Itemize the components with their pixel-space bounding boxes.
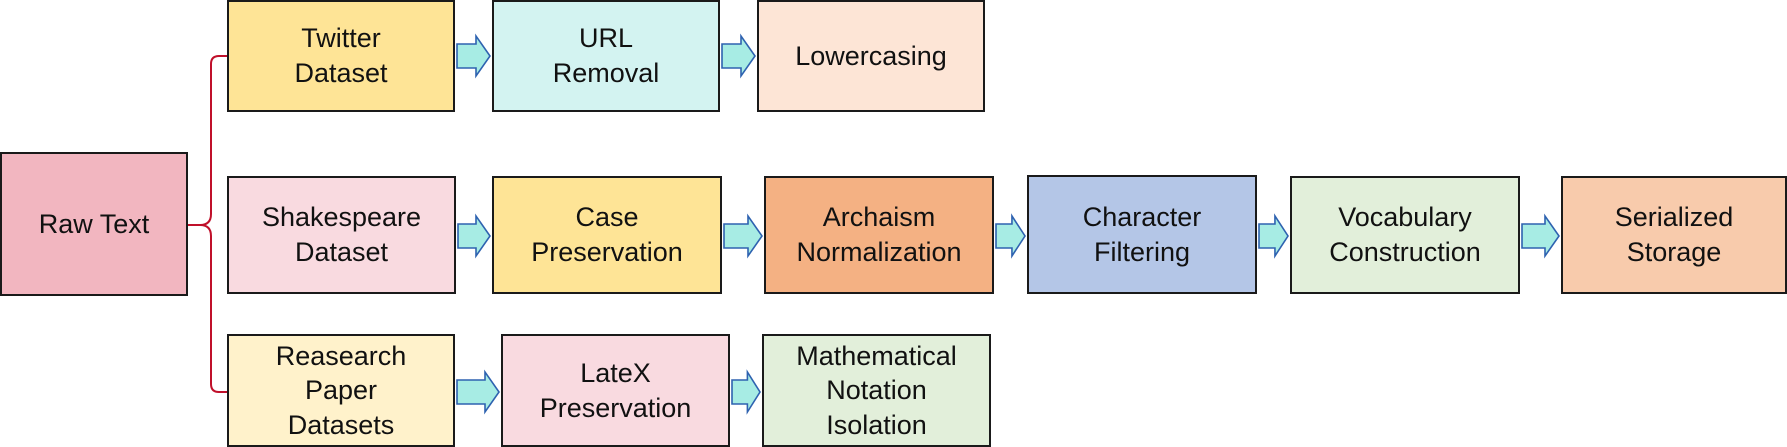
url-removal-box: URL Removal	[492, 0, 720, 112]
twitter-dataset-box: Twitter Dataset	[227, 0, 455, 112]
flow-arrow	[995, 213, 1026, 259]
archaism-normalization-box: Archaism Normalization	[764, 176, 994, 294]
flow-arrow	[1521, 213, 1560, 259]
lowercasing-box: Lowercasing	[757, 0, 985, 112]
flow-arrow	[721, 33, 756, 79]
latex-preservation-box: LateX Preservation	[501, 334, 730, 447]
vocabulary-construction-box: Vocabulary Construction	[1290, 176, 1520, 294]
flow-arrow	[457, 213, 491, 259]
research-paper-datasets-box: Reasearch Paper Datasets	[227, 334, 455, 447]
flow-arrow	[723, 213, 763, 259]
shakespeare-dataset-box: Shakespeare Dataset	[227, 176, 456, 294]
raw-text-box: Raw Text	[0, 152, 188, 296]
character-filtering-box: Character Filtering	[1027, 175, 1257, 294]
flow-arrow	[1258, 213, 1289, 259]
mathematical-notation-isolation-box: Mathematical Notation Isolation	[762, 334, 991, 447]
branch-bracket	[184, 55, 227, 393]
flow-arrow	[731, 369, 761, 415]
case-preservation-box: Case Preservation	[492, 176, 722, 294]
serialized-storage-box: Serialized Storage	[1561, 176, 1787, 294]
flow-arrow	[456, 33, 491, 79]
flow-arrow	[456, 369, 500, 415]
